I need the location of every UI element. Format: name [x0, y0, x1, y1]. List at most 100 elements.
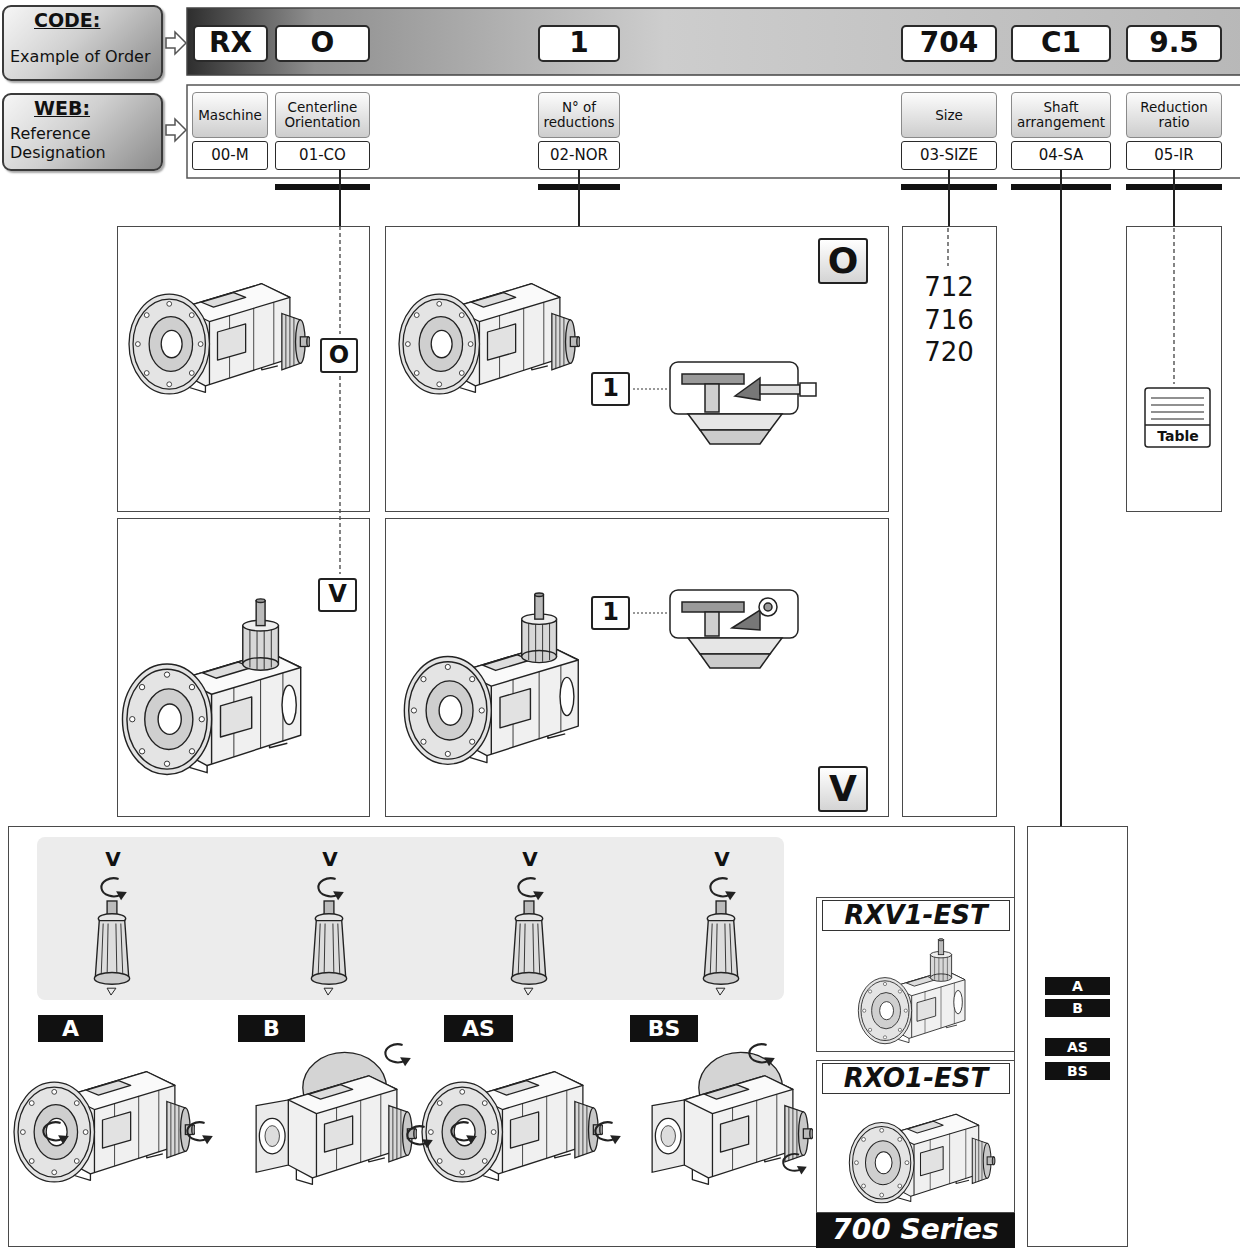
ratio-panel: Table	[1126, 226, 1222, 512]
leader-line	[633, 612, 668, 613]
gear-schematic	[670, 362, 816, 444]
column-bar	[275, 184, 1222, 190]
rotation-label: V	[517, 846, 543, 872]
field-label-text: Maschine	[193, 93, 267, 137]
leader-line	[633, 388, 668, 389]
input-unit	[511, 901, 546, 995]
table-label: Table	[1146, 426, 1210, 446]
rotation-arrow	[451, 1122, 476, 1144]
variant-title: RXV1-EST	[822, 900, 1010, 931]
field-label-text: Centerline Orientation	[276, 93, 369, 137]
gear-schematic	[670, 590, 798, 638]
field-code-text: 05-IR	[1127, 142, 1221, 169]
field-label: Centerline Orientation	[275, 92, 370, 138]
field-code-text: 02-NOR	[539, 142, 619, 169]
arrangement-b	[256, 1052, 417, 1184]
arrangement-as	[422, 1072, 603, 1182]
rotation-label: V	[100, 846, 126, 872]
table-icon	[1145, 388, 1210, 447]
gearbox-vertical	[404, 593, 578, 764]
code-box: 704	[901, 25, 997, 62]
leader-line	[339, 376, 340, 574]
connector-line	[948, 170, 950, 226]
arrangement-tag: BS	[1045, 1062, 1110, 1080]
size-value: 712	[906, 272, 992, 303]
code-box: 1	[538, 25, 620, 62]
gear-schematic	[800, 383, 816, 396]
rotation-arrow	[518, 878, 543, 900]
gear-schematic	[735, 378, 760, 400]
gear-schematic	[764, 603, 772, 611]
gearbox-orthogonal	[129, 284, 310, 394]
rotation-arrow	[783, 1154, 807, 1175]
code-box: RX	[193, 25, 268, 62]
input-unit	[703, 901, 738, 995]
table-icon	[1145, 424, 1210, 426]
variant-figure	[849, 1114, 995, 1203]
field-label: Reduction ratio	[1126, 92, 1222, 138]
rotation-arrow	[749, 1044, 774, 1066]
option-tag: O	[818, 238, 868, 284]
leader-line	[339, 226, 340, 334]
field-code-text: 00-M	[193, 142, 267, 169]
heading: CODE:	[10, 9, 130, 33]
orientation-panel: V	[117, 518, 370, 817]
variant-title: RXO1-EST	[822, 1063, 1010, 1094]
field-label-text: Reduction ratio	[1127, 93, 1221, 137]
arrangement-tag: BS	[630, 1015, 698, 1042]
code-box: 9.5	[1126, 25, 1222, 62]
gearbox-orthogonal	[399, 284, 580, 394]
arrangement-tag: B	[1045, 999, 1110, 1017]
leader-line	[947, 228, 948, 266]
gear-schematic	[670, 590, 798, 668]
leader-line	[1173, 228, 1174, 384]
variant-figure	[858, 939, 965, 1044]
callout-number: 1	[591, 596, 630, 630]
field-label-text: Shaft arrangement	[1012, 93, 1110, 137]
reduction-panel: O1	[385, 226, 889, 512]
option-tag: V	[318, 578, 357, 612]
rotation-arrow	[710, 878, 735, 900]
arrangement-tag: AS	[1045, 1038, 1110, 1056]
rotation-label: V	[709, 846, 735, 872]
legend-box: CODE:Example of Order	[2, 5, 163, 81]
arrangement-bs	[652, 1052, 813, 1184]
code-box: O	[275, 25, 370, 62]
connector-line	[578, 170, 580, 226]
rotation-arrow	[187, 1122, 212, 1144]
gear-schematic	[759, 598, 777, 616]
field-code: 04-SA	[1011, 141, 1111, 170]
option-tag: V	[818, 766, 868, 812]
rotation-arrow	[385, 1044, 410, 1066]
code-box-text: 704	[903, 27, 995, 60]
code-box-text: 1	[540, 27, 618, 60]
code-box-text: O	[277, 27, 368, 60]
leader-line	[340, 226, 1174, 613]
gear-schematic	[700, 654, 770, 668]
gear-schematic	[705, 384, 719, 412]
table-icon	[1151, 398, 1204, 419]
pointer-arrow	[166, 32, 186, 54]
field-label: Maschine	[192, 92, 268, 138]
variant-box: RXV1-EST	[816, 897, 1015, 1052]
field-code-text: 03-SIZE	[902, 142, 996, 169]
arrangement-tag: A	[1045, 977, 1110, 995]
field-label: N° of reductions	[538, 92, 620, 138]
field-code: 01-CO	[275, 141, 370, 170]
arrangement-tag: A	[38, 1015, 103, 1042]
rotation-band	[37, 837, 784, 1000]
code-box-text: 9.5	[1128, 27, 1220, 60]
heading: WEB:	[10, 97, 130, 121]
column-bar	[275, 184, 370, 190]
field-code: 00-M	[192, 141, 268, 170]
gearbox-vertical	[122, 599, 300, 775]
arrangement-panel: ABASBSRXV1-ESTRXO1-EST700 Series	[8, 826, 1015, 1247]
field-code: 03-SIZE	[901, 141, 997, 170]
input-unit	[94, 901, 129, 995]
gear-schematic	[705, 612, 719, 636]
field-code-text: 01-CO	[276, 142, 369, 169]
field-label-text: N° of reductions	[539, 93, 619, 137]
size-panel: 712716720	[902, 226, 997, 817]
field-label: Shaft arrangement	[1011, 92, 1111, 138]
